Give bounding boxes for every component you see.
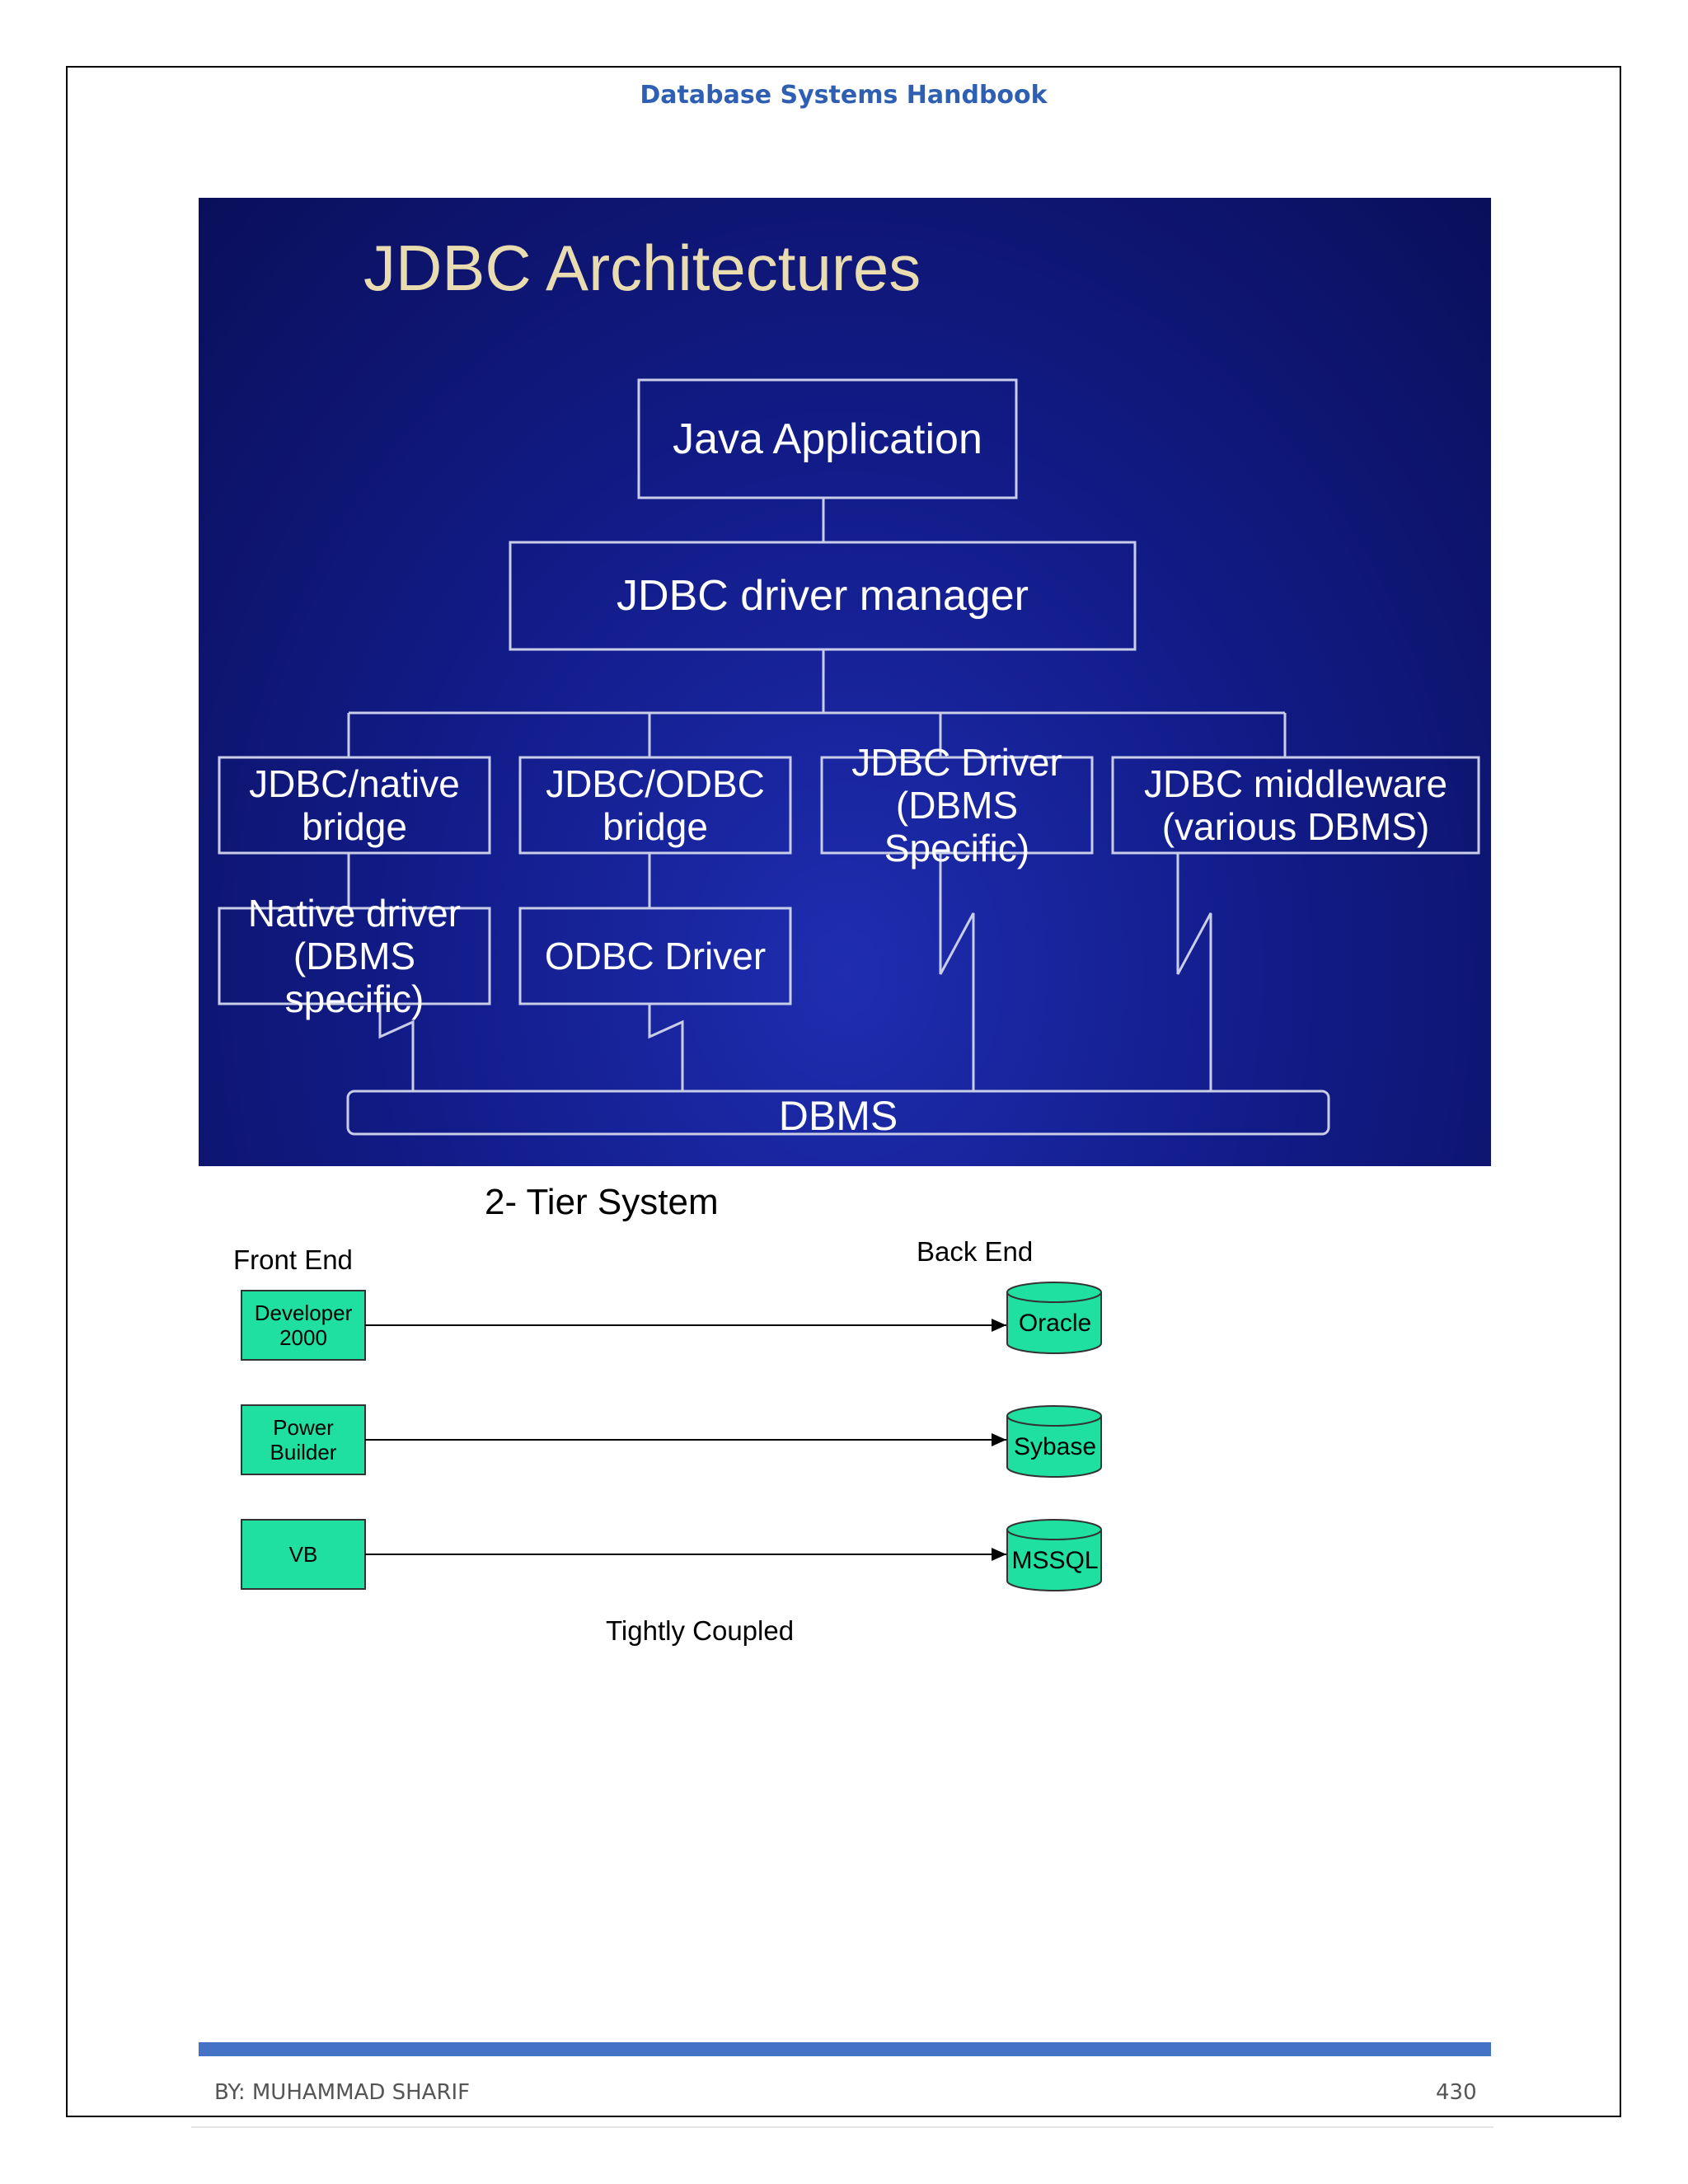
odbc-driver-box — [518, 907, 792, 1005]
back-end-label: Back End — [917, 1236, 1034, 1267]
architecture-connectors — [218, 378, 1480, 1136]
tier-caption: Tightly Coupled — [606, 1615, 795, 1646]
tier-title: 2- Tier System — [485, 1182, 719, 1222]
database-cylinder — [1006, 1519, 1102, 1591]
middleware-line-2: (various DBMS) — [1161, 805, 1430, 848]
footer-rule — [191, 2126, 1493, 2128]
middleware-label: JDBC middleware (various DBMS) — [1113, 757, 1479, 853]
native-bridge-box — [218, 756, 491, 855]
odbc-driver-label: ODBC Driver — [544, 935, 767, 977]
odbc-bridge-line-2: bridge — [603, 805, 708, 848]
jdbc-driver-label: JDBC Driver (DBMS Specific) — [822, 741, 1092, 869]
db-label-2: Sybase — [1013, 1433, 1097, 1460]
dbms-bar — [346, 1090, 1330, 1136]
native-bridge-label: JDBC/native bridge — [219, 757, 490, 853]
odbc-bridge-line-1: JDBC/ODBC — [546, 762, 765, 805]
native-driver-box — [218, 907, 491, 1005]
running-header: Database Systems Handbook — [640, 81, 1048, 110]
database-cylinder — [1006, 1405, 1102, 1478]
native-driver-line-1: Native driver — [247, 892, 462, 935]
jdbc-architecture-slide: JDBC Architectures Java Application JDBC… — [199, 198, 1491, 1166]
front-box-label-2: Power Builder — [241, 1405, 365, 1474]
driver-manager-label: JDBC driver manager — [617, 572, 1029, 620]
java-application-box — [637, 378, 1018, 499]
front-end-box — [241, 1290, 366, 1361]
odbc-bridge-box — [518, 756, 792, 855]
slide-title: JDBC Architectures — [363, 232, 921, 304]
jdbc-driver-line-2: (DBMS Specific) — [884, 784, 1030, 869]
front-box-2-line-1: Power — [273, 1415, 334, 1440]
dbms-label: DBMS — [778, 1093, 898, 1139]
odbc-bridge-label: JDBC/ODBC bridge — [520, 757, 790, 853]
native-driver-label: Native driver (DBMS specific) — [219, 892, 490, 1020]
front-box-1-line-2: 2000 — [279, 1325, 327, 1350]
middleware-line-1: JDBC middleware — [1143, 762, 1448, 805]
java-application-label: Java Application — [673, 415, 982, 463]
jdbc-driver-box — [820, 756, 1094, 855]
page-number: 430 — [1436, 2080, 1477, 2105]
native-driver-line-2: (DBMS specific) — [284, 935, 424, 1020]
front-box-1-line-1: Developer — [254, 1301, 353, 1325]
front-box-label-3: VB — [288, 1542, 318, 1567]
footer-author: BY: MUHAMMAD SHARIF — [214, 2080, 471, 2105]
front-end-box — [241, 1404, 366, 1475]
native-bridge-line-2: bridge — [302, 805, 407, 848]
db-label-3: MSSQL — [1011, 1547, 1099, 1574]
page-border — [66, 66, 1621, 2117]
front-box-label-1: Developer 2000 — [241, 1291, 365, 1360]
native-bridge-line-1: JDBC/native — [249, 762, 460, 805]
db-label-1: Oracle — [1018, 1310, 1092, 1337]
jdbc-driver-line-1: JDBC Driver — [851, 741, 1062, 784]
footer-bar — [199, 2042, 1491, 2056]
front-box-2-line-2: Builder — [270, 1440, 337, 1465]
middleware-box — [1111, 756, 1480, 855]
database-cylinder — [1006, 1282, 1102, 1354]
front-end-label: Front End — [233, 1244, 353, 1275]
